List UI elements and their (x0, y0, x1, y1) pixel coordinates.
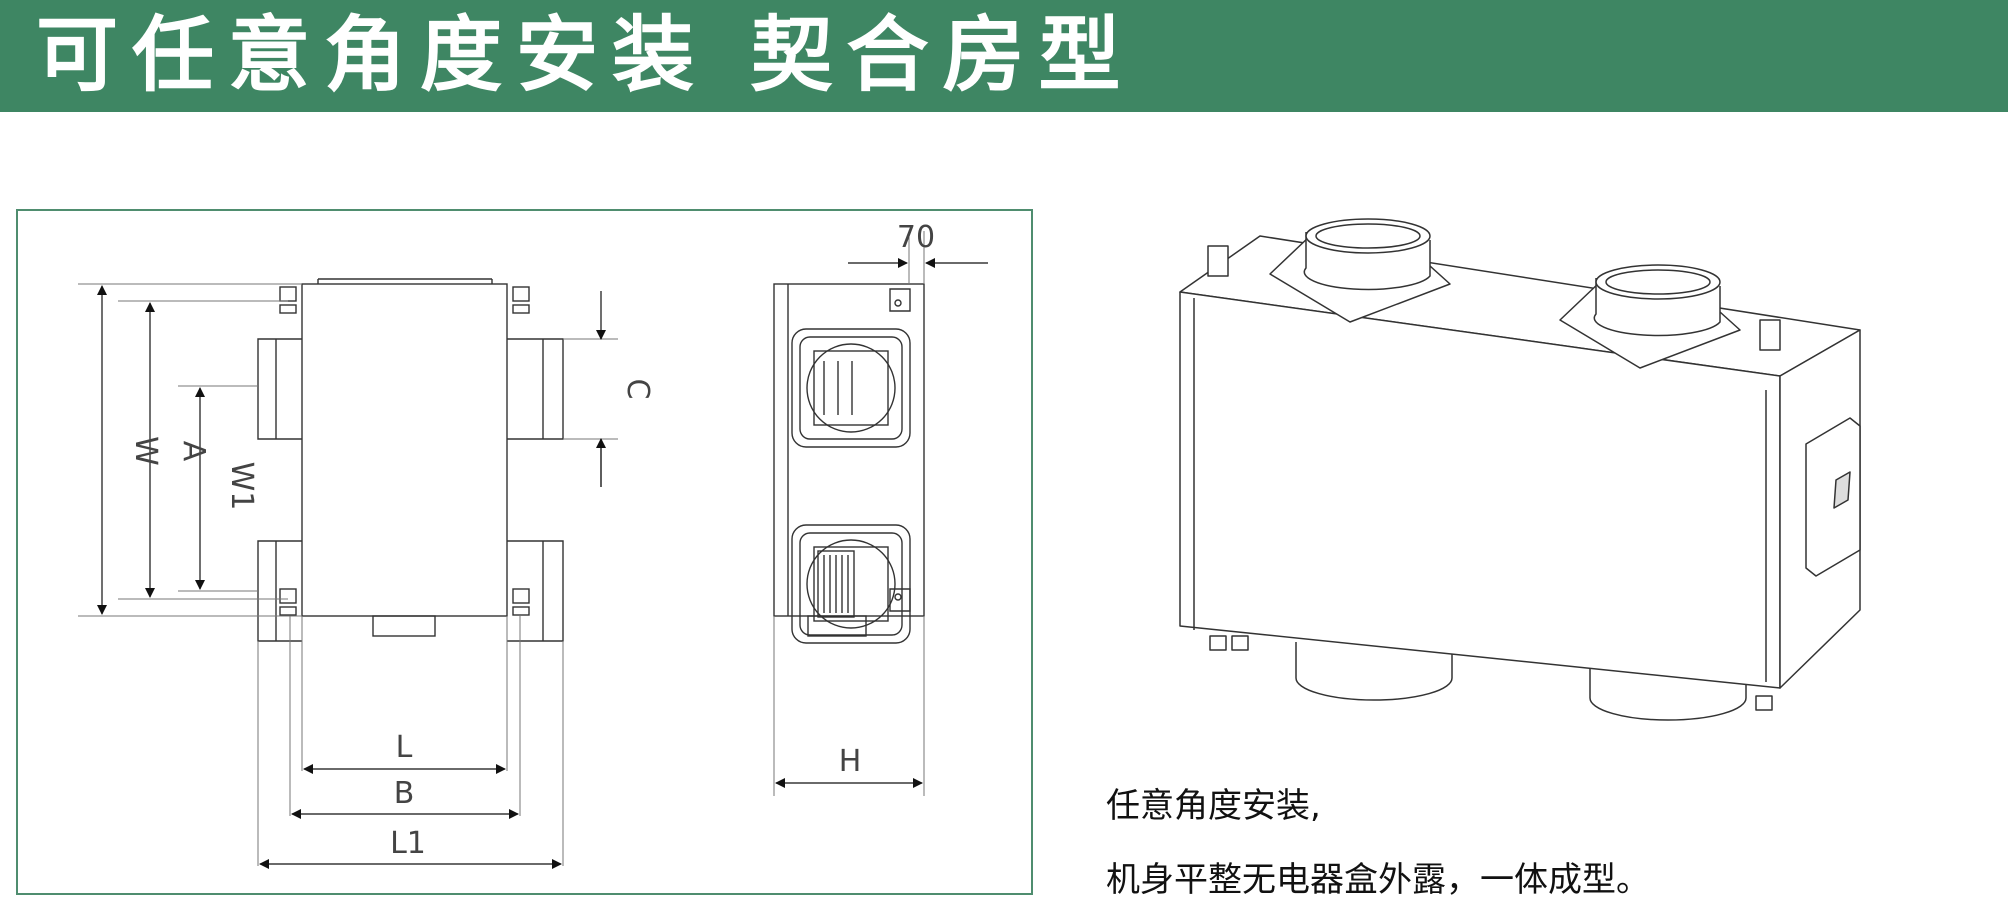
bracket-1 (1207, 245, 1229, 277)
side-panel (1805, 417, 1861, 577)
right-duct-bottom (507, 540, 564, 642)
dim-label-c: C (620, 379, 655, 400)
dimension-drawing: W A W1 C L B L1 (78, 220, 988, 869)
product-illustration (1179, 218, 1861, 721)
bottom-outlet (372, 615, 436, 637)
side-bottom-outlet (807, 615, 867, 637)
bottom-duct-left (1295, 642, 1453, 701)
upper-port (791, 328, 911, 448)
banner-title: 可任意角度安装 契合房型 (36, 8, 1135, 103)
dimension-labels: W A W1 C L B L1 (128, 379, 655, 861)
dim-label-l: L (396, 730, 413, 765)
dim-label-70: 70 (897, 220, 935, 255)
bracket-2 (1759, 319, 1781, 351)
caption-line-2: 机身平整无电器盒外露，一体成型。 (1106, 860, 1650, 898)
dim-label-w1: W1 (224, 462, 259, 511)
extension-lines (78, 283, 618, 866)
side-view (773, 283, 925, 644)
dim-label-l1: L1 (390, 826, 426, 861)
dim-label-b: B (394, 776, 415, 811)
right-duct-top (507, 338, 564, 440)
left-duct-top (257, 338, 302, 440)
title-banner: 可任意角度安装 契合房型 (0, 0, 2008, 112)
dim-label-h: H (839, 744, 862, 779)
side-extension-lines (773, 231, 925, 796)
dim-label-a: A (176, 441, 211, 462)
caption-line-1: 任意角度安装, (1106, 786, 1321, 826)
top-view (257, 278, 564, 642)
dimension-drawing-panel: W A W1 C L B L1 (16, 209, 1033, 895)
dim-label-w: W (128, 436, 163, 466)
dimension-lines (97, 285, 606, 869)
top-view-body (301, 283, 508, 617)
lower-port (791, 524, 911, 644)
